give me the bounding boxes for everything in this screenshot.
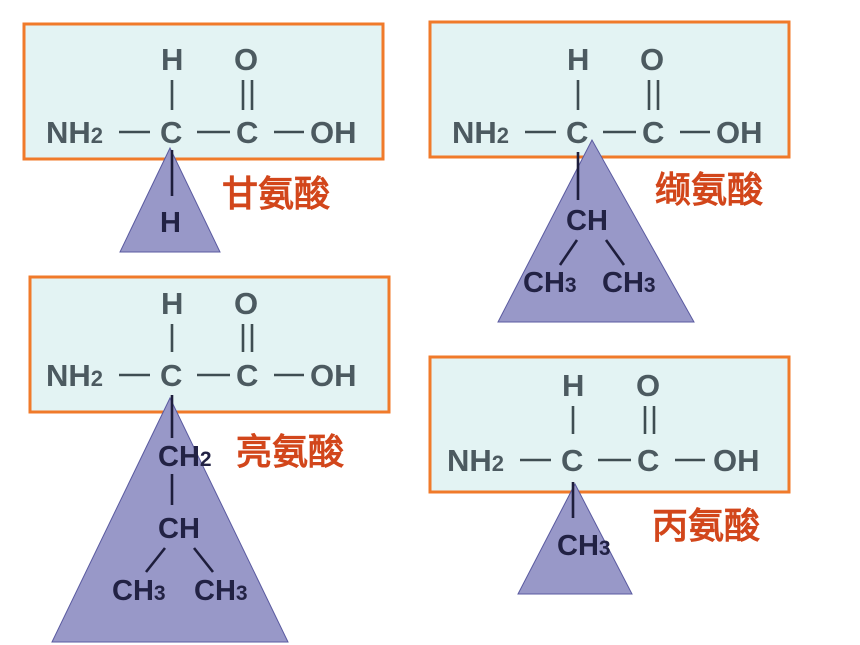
leucine-bond-ch-ch3-left bbox=[144, 547, 167, 573]
leucine-carboxyl-c: C bbox=[236, 358, 258, 393]
valine-r-group-triangle bbox=[497, 138, 695, 323]
valine-carboxyl-c: C bbox=[642, 115, 664, 150]
valine-hydroxyl: OH bbox=[716, 115, 763, 150]
glycine-structure: H O NH2 C C OH H 甘氨酸 bbox=[22, 22, 385, 253]
leucine-name: 亮氨酸 bbox=[236, 432, 344, 473]
leucine-side-ch: CH bbox=[158, 513, 200, 545]
alanine-name: 丙氨酸 bbox=[652, 506, 760, 547]
valine-name: 缬氨酸 bbox=[655, 170, 763, 211]
alanine-backbone-box bbox=[428, 355, 791, 494]
leucine-side-ch3-right: CH3 bbox=[194, 575, 248, 607]
valine-amino-n: NH2 bbox=[452, 115, 509, 150]
valine-bond-ch-ch3-left bbox=[558, 239, 579, 266]
alanine-r-group-triangle bbox=[517, 482, 633, 595]
alanine-side-ch3: CH3 bbox=[557, 530, 611, 562]
glycine-hydroxyl: OH bbox=[310, 115, 357, 150]
leucine-amino-n: NH2 bbox=[46, 358, 103, 393]
glycine-amino-n: NH2 bbox=[46, 115, 103, 150]
alanine-alpha-h: H bbox=[562, 368, 584, 403]
valine-side-ch: CH bbox=[566, 205, 608, 237]
alanine-carbonyl-o: O bbox=[636, 368, 660, 403]
leucine-hydroxyl: OH bbox=[310, 358, 357, 393]
alanine-amino-n: NH2 bbox=[447, 443, 504, 478]
leucine-side-ch2: CH2 bbox=[158, 441, 212, 473]
alanine-hydroxyl: OH bbox=[713, 443, 760, 478]
valine-carbonyl-o: O bbox=[640, 42, 664, 77]
leucine-carbonyl-o: O bbox=[234, 286, 258, 321]
valine-alpha-h: H bbox=[567, 42, 589, 77]
valine-side-ch3-right: CH3 bbox=[602, 267, 656, 299]
alanine-structure: H O NH2 C C OH CH3 丙氨酸 bbox=[428, 355, 791, 595]
glycine-name: 甘氨酸 bbox=[222, 174, 330, 215]
glycine-carboxyl-c: C bbox=[236, 115, 258, 150]
glycine-r-group-triangle bbox=[119, 146, 221, 253]
leucine-backbone-box bbox=[28, 275, 391, 414]
valine-alpha-c: C bbox=[566, 115, 588, 150]
valine-structure: H O NH2 C C OH CH CH3 CH3 缬氨酸 bbox=[428, 20, 791, 323]
glycine-alpha-c: C bbox=[160, 115, 182, 150]
glycine-carbonyl-o: O bbox=[234, 42, 258, 77]
leucine-alpha-c: C bbox=[160, 358, 182, 393]
leucine-r-group-triangle bbox=[51, 396, 289, 643]
glycine-backbone-box bbox=[22, 22, 385, 161]
leucine-structure: H O NH2 C C OH CH2 CH CH3 CH3 亮氨酸 bbox=[28, 275, 391, 643]
alanine-carboxyl-c: C bbox=[637, 443, 659, 478]
leucine-alpha-h: H bbox=[161, 286, 183, 321]
valine-backbone-box bbox=[428, 20, 791, 159]
glycine-alpha-h: H bbox=[161, 42, 183, 77]
valine-bond-ch-ch3-right bbox=[604, 239, 626, 266]
leucine-side-ch3-left: CH3 bbox=[112, 575, 166, 607]
alanine-alpha-c: C bbox=[561, 443, 583, 478]
valine-side-ch3-left: CH3 bbox=[523, 267, 577, 299]
leucine-bond-ch-ch3-right bbox=[192, 547, 215, 573]
glycine-side-h: H bbox=[160, 207, 181, 239]
